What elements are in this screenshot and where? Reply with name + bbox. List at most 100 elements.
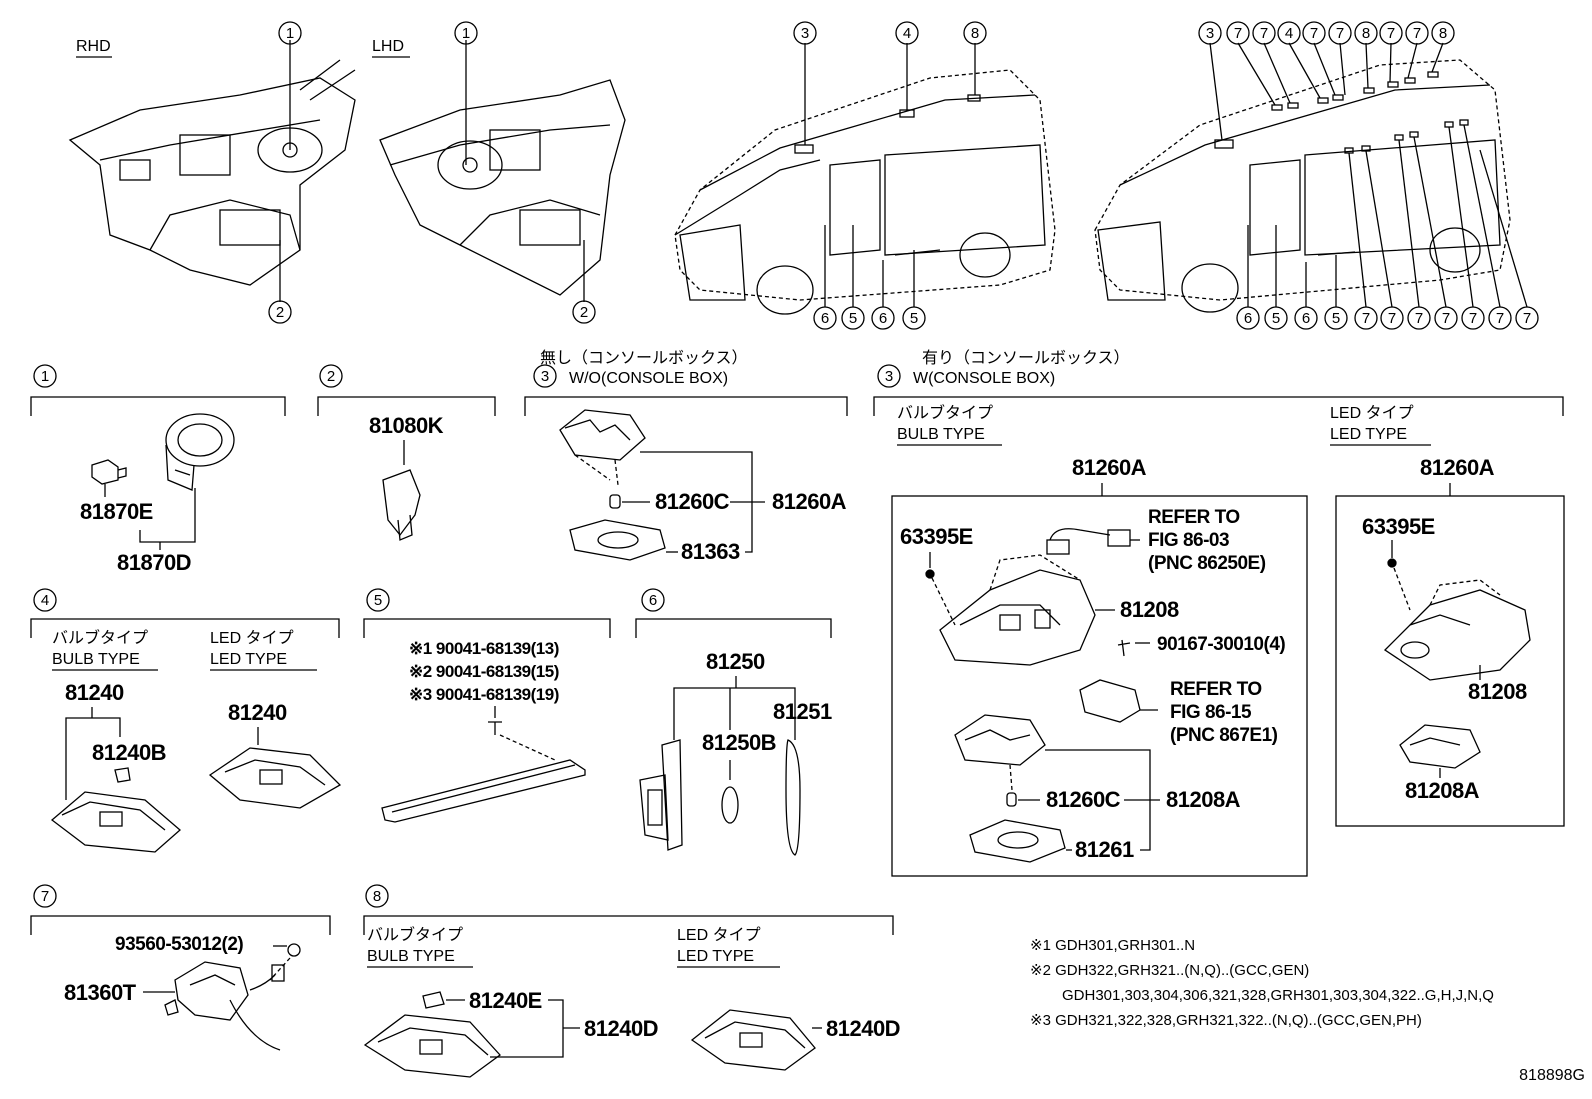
- part-number: 81261: [1075, 837, 1134, 862]
- callout: 8: [1362, 25, 1370, 42]
- section-4: 4 バルブタイプ BULB TYPE LED タイプ LED TYPE 8124…: [30, 588, 342, 853]
- refer-note: FIG 86-03: [1148, 530, 1229, 551]
- bulb-type-jp: バルブタイプ: [52, 628, 148, 647]
- part-number: 81260A: [772, 489, 847, 514]
- section-number: 2: [327, 368, 335, 385]
- footnote: GDH301,303,304,306,321,328,GRH301,303,30…: [1062, 987, 1494, 1004]
- section-number: 7: [41, 888, 49, 905]
- bolt-note: ※1 90041-68139(13): [409, 639, 559, 658]
- svg-text:1: 1: [462, 25, 470, 42]
- part-number: 81250: [706, 649, 765, 674]
- section-3-with-console: 有り（コンソールボックス） 3 W(CONSOLE BOX) バルブタイプ BU…: [873, 349, 1565, 877]
- part-number: 81260C: [1046, 787, 1121, 812]
- part-number: 81208A: [1405, 778, 1480, 803]
- refer-note: (PNC 867E1): [1170, 725, 1278, 746]
- bulb-type-en: BULB TYPE: [897, 426, 985, 443]
- section-number: 8: [373, 888, 381, 905]
- part-number: 81208: [1120, 597, 1179, 622]
- section-1: 1 81870E 81870D: [30, 364, 286, 575]
- part-number: 81240: [228, 700, 287, 725]
- section-number: 6: [649, 592, 657, 609]
- refer-note: FIG 86-15: [1170, 702, 1252, 723]
- callout: 6: [821, 310, 829, 327]
- part-number: 81208A: [1166, 787, 1241, 812]
- callout: 4: [903, 25, 911, 42]
- callout: 7: [1413, 25, 1421, 42]
- callout: 7: [1310, 25, 1318, 42]
- part-number: 81260C: [655, 489, 730, 514]
- section-number: 3: [885, 368, 893, 385]
- callout: 5: [1272, 310, 1280, 327]
- callout: 8: [971, 25, 979, 42]
- led-type-en: LED TYPE: [677, 948, 754, 965]
- part-number: 81360T: [64, 980, 137, 1005]
- callout: 7: [1388, 310, 1396, 327]
- part-number: 81870D: [117, 550, 191, 575]
- section-title-jp: 有り（コンソールボックス）: [922, 349, 1130, 367]
- part-number: 81240D: [584, 1016, 658, 1041]
- callout: 7: [1469, 310, 1477, 327]
- callout: 7: [1387, 25, 1395, 42]
- section-8: 8 バルブタイプ BULB TYPE LED タイプ LED TYPE 8124…: [363, 884, 901, 1078]
- refer-note: REFER TO: [1170, 679, 1262, 700]
- led-type-jp: LED タイプ: [1330, 404, 1414, 422]
- part-number: 81250B: [702, 730, 776, 755]
- part-number: 90167-30010(4): [1157, 634, 1285, 655]
- section-number: 1: [41, 368, 49, 385]
- callout: 5: [849, 310, 857, 327]
- section-title-en: W/O(CONSOLE BOX): [569, 370, 728, 387]
- bolt-note: ※2 90041-68139(15): [409, 662, 559, 681]
- part-number: 81363: [681, 539, 740, 564]
- part-number: 81240B: [92, 740, 166, 765]
- callout: 7: [1260, 25, 1268, 42]
- refer-note: REFER TO: [1148, 507, 1240, 528]
- part-number: 81240D: [826, 1016, 900, 1041]
- section-number: 5: [374, 592, 382, 609]
- part-number: 81260A: [1072, 455, 1147, 480]
- footnote: ※3 GDH321,322,328,GRH321,322..(N,Q)..(GC…: [1030, 1012, 1422, 1029]
- lhd-dashboard: LHD 1 2: [372, 21, 626, 324]
- section-6: 6 81250 81251 81250B: [635, 588, 832, 856]
- section-title-jp: 無し（コンソールボックス）: [540, 349, 748, 367]
- callout: 7: [1442, 310, 1450, 327]
- bulb-type-jp: バルブタイプ: [897, 403, 993, 422]
- section-3-without-console: 無し（コンソールボックス） 3 W/O(CONSOLE BOX) 81260C …: [524, 349, 848, 564]
- part-number: 81080K: [369, 413, 444, 438]
- callout: 6: [879, 310, 887, 327]
- part-number: 81870E: [80, 499, 153, 524]
- section-5: 5 ※1 90041-68139(13) ※2 90041-68139(15) …: [363, 588, 611, 823]
- part-number: 81251: [773, 699, 832, 724]
- footnotes: ※1 GDH301,GRH301..N ※2 GDH322,GRH321..(N…: [1030, 937, 1494, 1029]
- bulb-type-jp: バルブタイプ: [367, 925, 463, 944]
- led-type-en: LED TYPE: [210, 651, 287, 668]
- section-2: 2 81080K: [317, 364, 496, 541]
- van-2-illustration: 3 7 7 4 7 7 8 7 7 8 6 5: [1094, 21, 1539, 330]
- part-number: 81240E: [469, 988, 542, 1013]
- rhd-dashboard: RHD 1 2: [68, 21, 356, 324]
- part-number: 93560-53012(2): [115, 934, 243, 955]
- callout: 4: [1285, 25, 1293, 42]
- footnote: ※2 GDH322,GRH321..(N,Q)..(GCC,GEN): [1030, 962, 1309, 979]
- bolt-note: ※3 90041-68139(19): [409, 685, 559, 704]
- section-number: 3: [541, 368, 549, 385]
- svg-text:1: 1: [286, 25, 294, 42]
- rhd-label: RHD: [76, 38, 111, 55]
- svg-text:2: 2: [580, 304, 588, 321]
- figure-id: 818898G: [1519, 1067, 1585, 1084]
- callout: 7: [1362, 310, 1370, 327]
- section-number: 4: [41, 592, 49, 609]
- callout: 7: [1336, 25, 1344, 42]
- callout: 7: [1234, 25, 1242, 42]
- refer-note: (PNC 86250E): [1148, 553, 1266, 574]
- callout: 5: [1332, 310, 1340, 327]
- callout: 3: [1206, 25, 1214, 42]
- bulb-type-en: BULB TYPE: [52, 651, 140, 668]
- led-type-jp: LED タイプ: [210, 629, 294, 647]
- callout: 8: [1439, 25, 1447, 42]
- footnote: ※1 GDH301,GRH301..N: [1030, 937, 1195, 954]
- callout: 3: [801, 25, 809, 42]
- part-number: 81208: [1468, 679, 1527, 704]
- svg-text:2: 2: [276, 304, 284, 321]
- part-number: 81240: [65, 680, 124, 705]
